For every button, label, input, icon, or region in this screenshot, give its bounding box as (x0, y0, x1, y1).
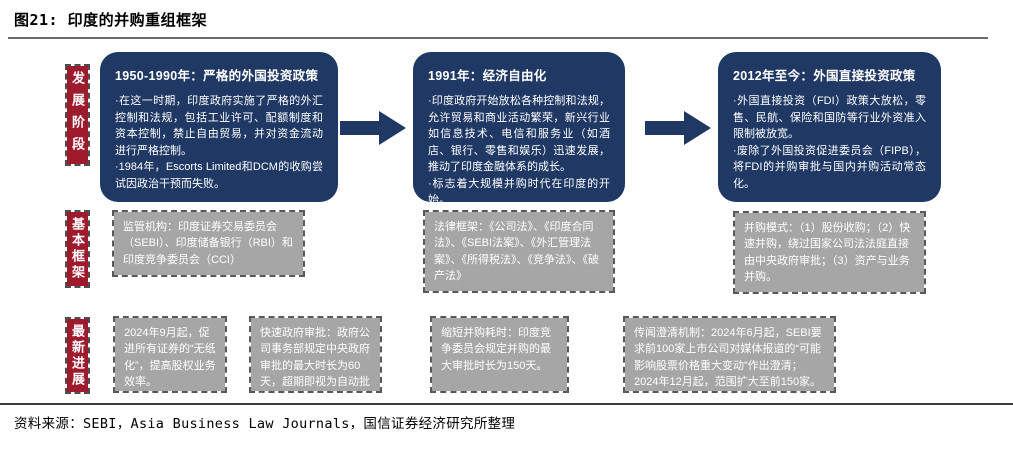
stage-bullet: ·外国直接投资（FDI）政策大放松，零售、民航、保险和国防等行业外资准入限制被放… (733, 95, 926, 140)
stage-bullet: ·废除了外国投资促进委员会（FIPB），将FDI的并购审批与国内并购活动常态化。 (733, 144, 926, 190)
figure-title: 图21: 印度的并购重组框架 (14, 11, 208, 29)
title-divider (8, 37, 988, 39)
right-arrow-icon (340, 111, 406, 145)
source-divider (0, 403, 1013, 405)
row-label-development-stage: 发展阶段 (65, 64, 90, 166)
framework-box-regulators: 监管机构：印度证券交易委员会（SEBI）、印度储备银行（RBI）和印度竞争委员会… (112, 210, 305, 277)
right-arrow-icon (645, 111, 711, 145)
framework-box-legal: 法律框架：《公司法》、《印度合同法》、《SEBI法案》、《外汇管理法案》、《所得… (423, 210, 615, 294)
stage-title: 2012年至今：外国直接投资政策 (733, 69, 916, 83)
stage-box-2012-present: 2012年至今：外国直接投资政策 ·外国直接投资（FDI）政策大放松，零售、民航… (718, 52, 941, 202)
stage-title: 1950-1990年：严格的外国投资政策 (115, 69, 319, 83)
stage-bullet: ·标志着大规模并购时代在印度的开始。 (428, 177, 610, 207)
progress-box-rumor-clarification: 传闻澄清机制：2024年6月起，SEBI要求前100家上市公司对媒体报道的“可能… (623, 316, 836, 393)
stage-box-1950-1990: 1950-1990年：严格的外国投资政策 ·在这一时期，印度政府实施了严格的外汇… (100, 52, 338, 202)
row-label-basic-framework: 基本框架 (65, 210, 90, 288)
progress-box-dematerialization: 2024年9月起，促进所有证券的“无纸化”，提高股权业务效率。 (113, 316, 227, 393)
progress-box-shorter-review: 缩短并购耗时：印度竞争委员会规定并购的最大审批时长为150天。 (430, 316, 569, 393)
stage-title: 1991年：经济自由化 (428, 69, 547, 83)
stage-bullet: ·在这一时期，印度政府实施了严格的外汇控制和法规，包括工业许可、配额制度和资本控… (115, 95, 323, 157)
row-label-latest-progress: 最新进展 (65, 317, 90, 394)
stage-bullet: ·印度政府开始放松各种控制和法规，允许贸易和商业活动繁荣，新兴行业如信息技术、电… (428, 95, 610, 173)
framework-box-ma-modes: 并购模式：（1）股份收购；（2）快速并购，绕过国家公司法法庭直接由中央政府审批；… (733, 211, 926, 295)
source-note: 资料来源：SEBI，Asia Business Law Journals，国信证… (14, 416, 516, 432)
progress-box-fast-approval: 快速政府审批：政府公司事务部规定中央政府审批的最大时长为60天，超期即视为自动批… (249, 316, 382, 404)
stage-bullet: ·1984年，Escorts Limited和DCM的收购尝试因政治干预而失败。 (115, 161, 323, 190)
stage-box-1991: 1991年：经济自由化 ·印度政府开始放松各种控制和法规，允许贸易和商业活动繁荣… (413, 52, 625, 206)
